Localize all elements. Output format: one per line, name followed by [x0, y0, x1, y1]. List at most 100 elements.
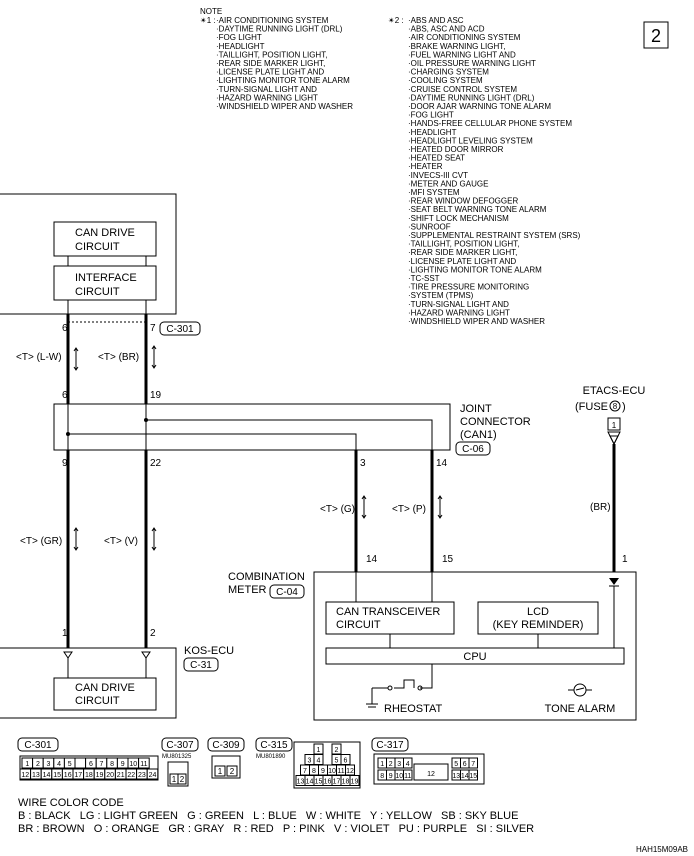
note-star1-item: ·DAYTIME RUNNING LIGHT (DRL) [216, 25, 343, 34]
note-star2-item: ·DAYTIME RUNNING LIGHT (DRL) [408, 93, 535, 102]
c301-pin: 13 [32, 772, 40, 779]
note-star1-item: ·FOG LIGHT [216, 33, 262, 42]
c315-pin: 3 [308, 758, 312, 765]
jc-pin-19: 19 [150, 390, 162, 401]
note-star2-item: ·REAR SIDE MARKER LIGHT, [408, 248, 517, 257]
c301-pin: 12 [21, 772, 29, 779]
c315-pin: 14 [306, 779, 314, 786]
c317-pin: 10 [395, 773, 403, 780]
meter-pin-14: 14 [366, 554, 378, 565]
meter-pin-1: 1 [622, 554, 628, 565]
c315-label-tag [255, 737, 293, 752]
note-star1-item: ·LICENSE PLATE LIGHT AND [216, 68, 324, 77]
etacs-terminal: 1 [612, 421, 617, 430]
note-star2-item: ·SHIFT LOCK MECHANISM [408, 214, 509, 223]
c317-label-tag [371, 737, 409, 752]
note-star2-item: ·HEADLIGHT LEVELING SYSTEM [408, 136, 533, 145]
c307-part: MU801325 [162, 754, 192, 760]
c317-pin: 6 [463, 761, 467, 768]
wire-label-br: <T> (BR) [98, 352, 139, 363]
lcd-label-1: LCD [527, 606, 549, 618]
c315-pin: 12 [346, 768, 354, 775]
note-star2-item: ·HAZARD WARNING LIGHT [408, 308, 510, 317]
c315-pin: 18 [342, 779, 350, 786]
c301-pin: 23 [138, 772, 146, 779]
note-star2-item: ·FOG LIGHT [408, 111, 454, 120]
c315-pin: 17 [333, 779, 341, 786]
c315-pin: 1 [317, 747, 321, 754]
c301-pin: 19 [96, 772, 104, 779]
note-star2-item: ·ABS AND ASC [408, 16, 464, 25]
c315-pin: 8 [312, 768, 316, 775]
c315-pin: 2 [335, 747, 339, 754]
c06-tag-label: C-06 [462, 444, 484, 455]
c317-pin: 12 [427, 771, 435, 778]
note-star2-item: ·HANDS-FREE CELLULAR PHONE SYSTEM [408, 119, 572, 128]
c315-pin: 19 [351, 779, 359, 786]
interface-circuit-box [53, 265, 157, 301]
can-drive-label-2: CIRCUIT [75, 241, 120, 253]
fuse-number: 8 [613, 402, 618, 411]
c317-pin: 4 [406, 761, 410, 768]
note-star2-item: ·REAR WINDOW DEFOGGER [408, 197, 518, 206]
can-transceiver-1: CAN TRANSCEIVER [336, 606, 440, 618]
c317-pin: 9 [389, 773, 393, 780]
c317-pin: 15 [469, 773, 477, 780]
note-star2-item: ·HEADLIGHT [408, 128, 457, 137]
note-star2-item: ·HEATED SEAT [408, 154, 465, 163]
kos-can-drive-2: CIRCUIT [75, 695, 120, 707]
note-star2-item: ·LICENSE PLATE LIGHT AND [408, 257, 516, 266]
jc-pin-22: 22 [150, 458, 162, 469]
c317-pin: 3 [397, 761, 401, 768]
interface-label-2: CIRCUIT [75, 286, 120, 298]
c301-pin: 1 [25, 761, 29, 768]
c309-label-tag [207, 737, 245, 752]
c309-label: C-309 [212, 740, 240, 751]
c317-pin: 14 [461, 773, 469, 780]
c317-pin: 13 [452, 773, 460, 780]
note-star1-item: ·REAR SIDE MARKER LIGHT, [216, 59, 325, 68]
c301-pin: 24 [149, 772, 157, 779]
note-star2-item: ·COOLING SYSTEM [408, 76, 483, 85]
note-star2-item: ·TIRE PRESSURE MONITORING [408, 283, 529, 292]
c301-pin: 10 [129, 761, 137, 768]
note-star2-item: ·SEAT BELT WARNING TONE ALARM [408, 205, 547, 214]
kos-ecu-frame [0, 647, 177, 719]
c315-pin: 16 [324, 779, 332, 786]
c315-label: C-315 [260, 740, 288, 751]
joint-connector-box [53, 403, 451, 451]
cpu-box [325, 647, 625, 665]
cpu-label: CPU [463, 651, 486, 663]
c301-tag [159, 321, 201, 336]
combination-meter-box [313, 571, 637, 721]
etacs-fuse: (FUSE [575, 401, 608, 413]
c315-pin: 11 [337, 768, 344, 775]
c315-pin: 10 [328, 768, 336, 775]
c301-pin: 4 [57, 761, 61, 768]
c301-pin: 3 [47, 761, 51, 768]
tone-alarm-icon [568, 683, 592, 697]
c317-pin: 11 [404, 773, 411, 780]
wire-label-g: <T> (G) [320, 504, 355, 515]
c317-label: C-317 [376, 740, 404, 751]
wire-label-etacs: (BR) [590, 502, 611, 513]
fuse-circle [609, 400, 621, 412]
note-star2-item: ·FUEL WARNING LIGHT AND [408, 50, 516, 59]
c317-pin: 7 [471, 761, 475, 768]
c317-pin: 5 [454, 761, 458, 768]
note-star1-item: ·HAZARD WARNING LIGHT [216, 93, 318, 102]
note-star1-list: ·AIR CONDITIONING SYSTEM·DAYTIME RUNNING… [216, 16, 353, 111]
c309-pin-1: 1 [218, 767, 223, 776]
note-star2-item: ·INVECS-III CVT [408, 171, 468, 180]
note-star2-item: ·WINDSHIELD WIPER AND WASHER [408, 317, 545, 326]
top-ecu-frame [0, 193, 177, 315]
note-star2-item: ·CHARGING SYSTEM [408, 68, 489, 77]
c31-tag [183, 657, 219, 672]
etacs-terminal-box [607, 417, 621, 431]
c315-pin: 13 [297, 779, 305, 786]
c315-pin: 6 [344, 758, 348, 765]
c315-part: MU801890 [256, 754, 286, 760]
